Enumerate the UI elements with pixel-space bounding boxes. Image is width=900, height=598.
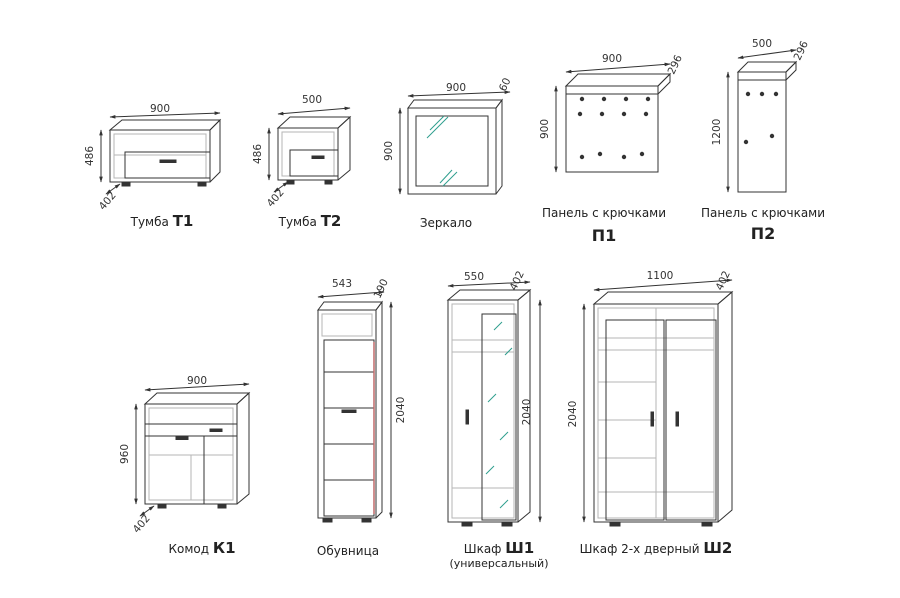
shoe-height-label: 2040: [395, 397, 407, 424]
sh2-code: Ш2: [703, 539, 733, 557]
shoe-name: Обувница: [316, 544, 380, 558]
t2-width-label: 500: [302, 94, 322, 106]
shoe-caption: Обувница: [317, 544, 379, 558]
t1-width-label: 900: [150, 103, 170, 115]
t2-name: Тумба: [278, 215, 317, 229]
shoe-drawing: [317, 290, 393, 523]
k1-code: К1: [212, 539, 236, 557]
k1-name: Комод: [168, 542, 210, 556]
p2-width-label: 500: [752, 38, 772, 50]
p1-height-label: 900: [539, 119, 551, 139]
t1-drawing: [99, 111, 222, 195]
mirror-caption: Зеркало: [420, 216, 472, 230]
t1-name: Тумба: [130, 215, 169, 229]
p2-caption: Панель с крючками: [701, 206, 825, 220]
shoe-width-label: 543: [332, 278, 352, 290]
sh1-width-label: 550: [464, 271, 484, 283]
sh1-height-label: 2040: [521, 399, 533, 426]
p1-depth-label: 296: [666, 53, 685, 77]
t2-drawing: [267, 106, 352, 193]
sh1-code: Ш1: [505, 539, 535, 557]
p2-name: Панель с крючками: [700, 206, 826, 220]
sh2-height-label: 2040: [567, 401, 579, 428]
p1-caption: Панель с крючками: [542, 206, 666, 220]
sh2-caption: Шкаф 2-х дверный Ш2: [579, 539, 733, 557]
p2-height-label: 1200: [711, 119, 723, 146]
mirror-depth-label: 60: [497, 76, 514, 93]
p1-name: Панель с крючками: [541, 206, 667, 220]
t1-code: Т1: [172, 212, 194, 230]
sh1-depth-label: 402: [508, 269, 527, 292]
p2-drawing: [726, 48, 798, 193]
k1-depth-label: 402: [131, 513, 153, 536]
t2-height-label: 486: [252, 144, 264, 164]
shoe-depth-label: 190: [372, 277, 391, 300]
p1-code: П1: [591, 226, 617, 245]
sh1-caption: Шкаф Ш1 (универсальный): [450, 541, 549, 571]
t2-caption: Тумба Т2: [278, 212, 342, 230]
sh2-drawing: [582, 278, 734, 527]
mirror-drawing: [398, 90, 511, 195]
k1-width-label: 900: [187, 375, 207, 387]
sh1-drawing: [446, 280, 542, 527]
sh1-name: Шкаф: [463, 542, 502, 556]
sh1-note: (универсальный): [449, 557, 549, 570]
mirror-height-label: 900: [383, 141, 395, 161]
mirror-name: Зеркало: [419, 216, 473, 230]
k1-caption: Комод К1: [168, 539, 236, 557]
p1-drawing: [554, 62, 672, 173]
t1-caption: Тумба Т1: [130, 212, 194, 230]
t2-code: Т2: [320, 212, 342, 230]
sh2-width-label: 1100: [647, 270, 674, 282]
t1-depth-label: 402: [97, 190, 119, 213]
sh2-name: Шкаф 2-х дверный: [579, 542, 700, 556]
p2-depth-label: 296: [792, 39, 811, 63]
sh2-depth-label: 402: [714, 269, 733, 292]
t1-height-label: 486: [84, 146, 96, 166]
t2-depth-label: 402: [265, 187, 287, 210]
k1-drawing: [134, 382, 251, 517]
mirror-width-label: 900: [446, 82, 466, 94]
p2-code: П2: [750, 224, 776, 243]
p1-width-label: 900: [602, 53, 622, 65]
k1-height-label: 960: [119, 444, 131, 464]
